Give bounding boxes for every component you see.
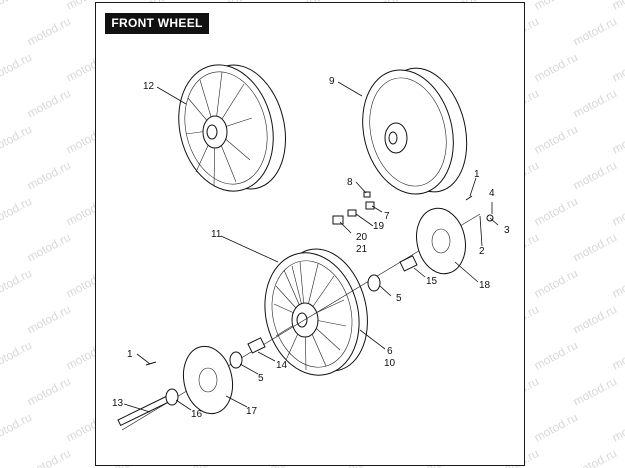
- spacer-14: [247, 337, 266, 354]
- brake-disc-18: [416, 207, 466, 275]
- part-label-2: 2: [479, 246, 485, 257]
- watermark-text: motod.ru: [610, 0, 625, 13]
- part-label-20: 20: [356, 232, 368, 243]
- spoke-wheel-11: [264, 248, 368, 376]
- part-label-10: 10: [384, 358, 396, 369]
- part-label-17: 17: [246, 406, 258, 417]
- part-label-6: 6: [387, 346, 393, 357]
- bearing-5a: [229, 351, 243, 369]
- spacer-16: [165, 388, 179, 406]
- part-label-5-left: 5: [258, 373, 264, 384]
- valve-hardware: [332, 191, 375, 225]
- part-label-8: 8: [347, 177, 353, 188]
- disc-wheel-9: [362, 67, 468, 195]
- part-label-12: 12: [143, 81, 155, 92]
- part-label-1-left: 1: [127, 349, 133, 360]
- part-label-16: 16: [191, 409, 203, 420]
- brake-disc-17: [182, 345, 234, 415]
- diagram-title: FRONT WHEEL: [105, 13, 209, 34]
- part-label-4: 4: [489, 188, 495, 199]
- spacer-15: [399, 255, 418, 272]
- part-label-15: 15: [426, 276, 438, 287]
- part-label-5-right: 5: [396, 293, 402, 304]
- part-label-14: 14: [276, 360, 288, 371]
- part-label-13: 13: [112, 398, 124, 409]
- part-label-7: 7: [384, 211, 390, 222]
- part-label-18: 18: [479, 280, 491, 291]
- bearing-5b: [367, 274, 381, 292]
- part-label-1-top: 1: [474, 169, 480, 180]
- part-label-11: 11: [211, 229, 222, 240]
- part-label-21: 21: [356, 244, 368, 255]
- part-label-19: 19: [373, 221, 385, 232]
- cast-wheel-12: [178, 64, 287, 192]
- part-label-9: 9: [329, 76, 335, 87]
- part-label-3: 3: [504, 225, 510, 236]
